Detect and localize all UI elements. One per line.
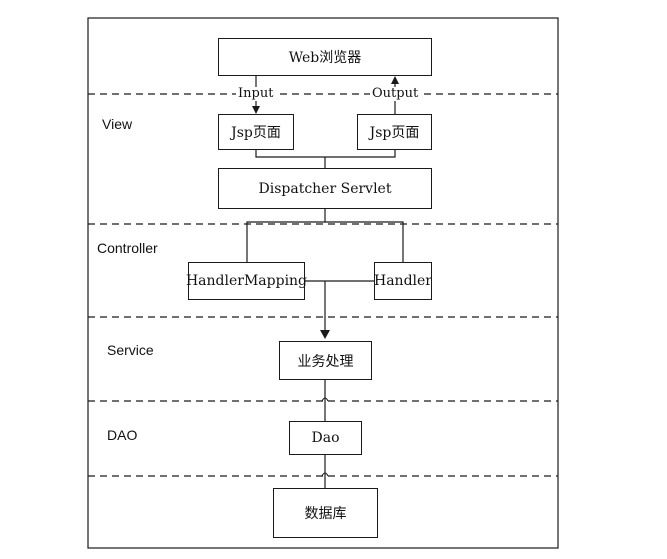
hop-database [321,472,329,477]
dispatcher-servlet-node: Dispatcher Servlet [218,168,432,209]
browser-node: Web浏览器 [218,38,432,76]
jsp-join-connector [255,150,396,158]
layer-label-view: View [102,116,133,132]
layer-label-dao: DAO [107,427,138,443]
dao-node: Dao [289,421,362,455]
handler-node: Handler [374,262,432,300]
dispatcher-controller-bracket [246,221,404,262]
business-node: 业务处理 [279,341,372,380]
database-node: 数据库 [273,488,378,538]
output-label: Output [370,86,421,101]
arrowheads [252,76,399,339]
jsp-page-left-node: Jsp页面 [218,114,294,150]
jsp-page-right-node: Jsp页面 [357,114,432,150]
outer-frame [87,17,559,549]
input-arrowhead [252,106,260,114]
business-arrowhead [320,330,330,339]
layer-separators [88,93,558,477]
input-label: Input [236,86,276,101]
line-hops [321,397,329,477]
output-arrowhead [391,76,399,84]
layer-label-service: Service [107,342,154,358]
layer-label-controller: Controller [97,240,158,256]
handler-mapping-node: HandlerMapping [186,262,307,300]
hop-dao [321,397,329,402]
